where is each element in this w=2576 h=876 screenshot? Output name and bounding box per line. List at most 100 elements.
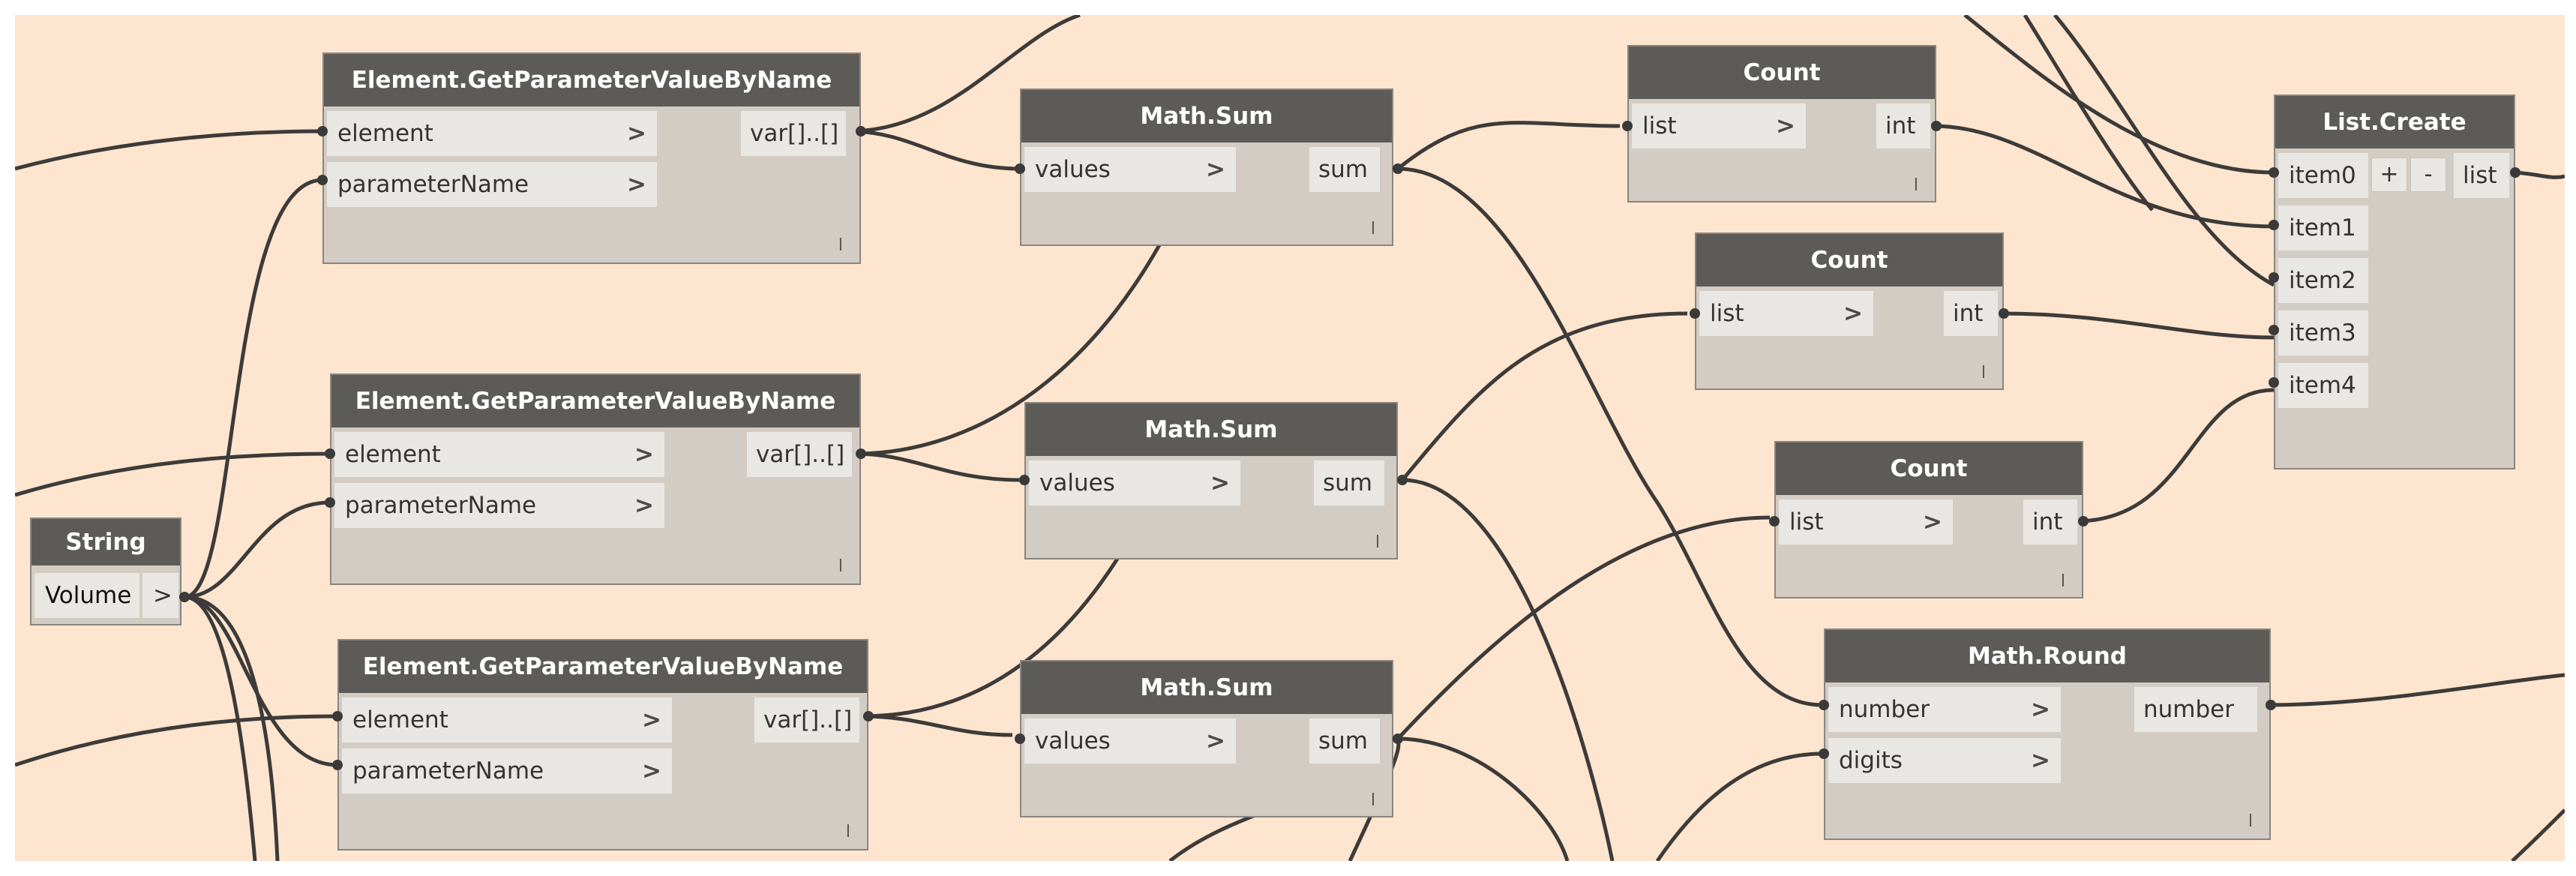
lacing-indicator: l xyxy=(838,236,843,255)
values-input-port[interactable]: values > xyxy=(1029,460,1240,506)
output-connector[interactable] xyxy=(1397,475,1408,485)
parameter-name-input-port[interactable]: parameterName > xyxy=(327,162,657,207)
port-label: number xyxy=(1839,696,1930,723)
input-connector[interactable] xyxy=(1622,121,1633,131)
input-connector[interactable] xyxy=(1015,164,1025,174)
element-input-port[interactable]: element > xyxy=(327,111,657,156)
input-connector[interactable] xyxy=(1015,734,1025,744)
wire xyxy=(1401,311,1688,482)
digits-input-port[interactable]: digits > xyxy=(1828,738,2061,783)
int-output-port[interactable]: int xyxy=(2023,500,2077,544)
input-connector[interactable] xyxy=(1769,516,1780,526)
lacing-indicator: l xyxy=(2248,812,2253,831)
list-input-port[interactable]: list > xyxy=(1632,104,1806,148)
port-arrow: > xyxy=(1776,112,1795,140)
output-connector[interactable] xyxy=(1999,308,2009,319)
parameter-name-input-port[interactable]: parameterName > xyxy=(334,483,664,528)
output-connector[interactable] xyxy=(1393,734,1403,744)
input-connector[interactable] xyxy=(1819,700,1829,710)
list-input-port[interactable]: list > xyxy=(1779,500,1953,544)
item4-input-port[interactable]: item4 xyxy=(2278,363,2368,408)
math-round-node[interactable]: Math.Round number > digits > number l xyxy=(1824,628,2271,840)
input-connector[interactable] xyxy=(332,760,343,770)
math-sum-node-1[interactable]: Math.Sum values > sum l xyxy=(1020,88,1393,246)
input-connector[interactable] xyxy=(317,175,328,185)
get-parameter-node-2[interactable]: Element.GetParameterValueByName element … xyxy=(330,374,861,585)
output-connector[interactable] xyxy=(1393,164,1403,174)
element-input-port[interactable]: element > xyxy=(342,698,672,742)
list-input-port[interactable]: list > xyxy=(1699,291,1873,336)
lacing-indicator: l xyxy=(1370,220,1375,238)
lacing-indicator: l xyxy=(1370,791,1375,810)
int-output-port[interactable]: int xyxy=(1876,104,1930,148)
values-input-port[interactable]: values > xyxy=(1024,718,1236,764)
count-node-3[interactable]: Count list > int l xyxy=(1774,441,2083,598)
input-connector[interactable] xyxy=(2269,167,2279,178)
int-output-port[interactable]: int xyxy=(1944,291,1998,336)
port-arrow: > xyxy=(1206,156,1225,183)
string-node[interactable]: String Volume > xyxy=(30,518,181,626)
input-connector[interactable] xyxy=(2269,272,2279,283)
remove-input-button[interactable]: - xyxy=(2410,158,2446,192)
item1-input-port[interactable]: item1 xyxy=(2278,206,2368,250)
output-connector[interactable] xyxy=(2266,700,2276,710)
number-output-port[interactable]: number xyxy=(2134,687,2257,732)
list-create-node[interactable]: List.Create item0 + - list item1 item2 i… xyxy=(2274,94,2515,470)
input-connector[interactable] xyxy=(332,711,343,722)
port-label: values xyxy=(1035,156,1111,183)
string-value-field[interactable]: Volume xyxy=(34,573,139,618)
output-connector[interactable] xyxy=(1931,121,1942,131)
item3-input-port[interactable]: item3 xyxy=(2278,310,2368,356)
node-title: Count xyxy=(1776,442,2082,495)
input-connector[interactable] xyxy=(2269,325,2279,335)
get-parameter-node-1[interactable]: Element.GetParameterValueByName element … xyxy=(322,52,861,264)
item2-input-port[interactable]: item2 xyxy=(2278,258,2368,303)
input-connector[interactable] xyxy=(1690,308,1700,319)
string-output-port[interactable]: > xyxy=(142,573,178,618)
wire xyxy=(15,714,338,767)
port-arrow: > xyxy=(1923,508,1942,536)
input-connector[interactable] xyxy=(2269,377,2279,388)
output-connector[interactable] xyxy=(179,592,190,602)
wire xyxy=(848,15,1081,134)
port-arrow: > xyxy=(634,492,654,519)
port-label: parameterName xyxy=(352,758,544,784)
output-connector[interactable] xyxy=(2078,516,2089,526)
port-arrow: > xyxy=(2031,747,2050,774)
port-label: list xyxy=(1789,508,1824,536)
input-connector[interactable] xyxy=(1019,475,1030,485)
output-connector[interactable] xyxy=(856,448,866,459)
input-connector[interactable] xyxy=(325,497,335,508)
var-output-port[interactable]: var[]..[] xyxy=(741,111,846,156)
wire xyxy=(15,452,331,497)
output-connector[interactable] xyxy=(856,126,866,136)
input-connector[interactable] xyxy=(2269,220,2279,230)
var-output-port[interactable]: var[]..[] xyxy=(754,698,859,742)
wire xyxy=(2053,15,2275,287)
port-label: digits xyxy=(1839,747,1903,774)
add-input-button[interactable]: + xyxy=(2371,158,2407,192)
graph-canvas[interactable]: String Volume > Element.GetParameterValu… xyxy=(15,15,2565,861)
list-output-port[interactable]: list xyxy=(2454,153,2509,198)
count-node-1[interactable]: Count list > int l xyxy=(1627,45,1936,202)
output-connector[interactable] xyxy=(863,711,874,722)
sum-output-port[interactable]: sum xyxy=(1309,147,1380,192)
values-input-port[interactable]: values > xyxy=(1024,147,1236,192)
parameter-name-input-port[interactable]: parameterName > xyxy=(342,748,672,794)
element-input-port[interactable]: element > xyxy=(334,432,664,477)
math-sum-node-3[interactable]: Math.Sum values > sum l xyxy=(1020,660,1393,818)
port-arrow: > xyxy=(627,120,646,147)
count-node-2[interactable]: Count list > int l xyxy=(1695,232,2004,390)
number-input-port[interactable]: number > xyxy=(1828,687,2061,732)
var-output-port[interactable]: var[]..[] xyxy=(747,432,852,477)
output-connector[interactable] xyxy=(2510,167,2521,178)
item0-input-port[interactable]: item0 xyxy=(2278,153,2368,198)
sum-output-port[interactable]: sum xyxy=(1314,460,1384,506)
input-connector[interactable] xyxy=(1819,748,1829,759)
math-sum-node-2[interactable]: Math.Sum values > sum l xyxy=(1024,402,1398,560)
input-connector[interactable] xyxy=(325,448,335,459)
wire xyxy=(1655,752,1823,861)
sum-output-port[interactable]: sum xyxy=(1309,718,1380,764)
input-connector[interactable] xyxy=(317,126,328,136)
get-parameter-node-3[interactable]: Element.GetParameterValueByName element … xyxy=(337,639,868,850)
